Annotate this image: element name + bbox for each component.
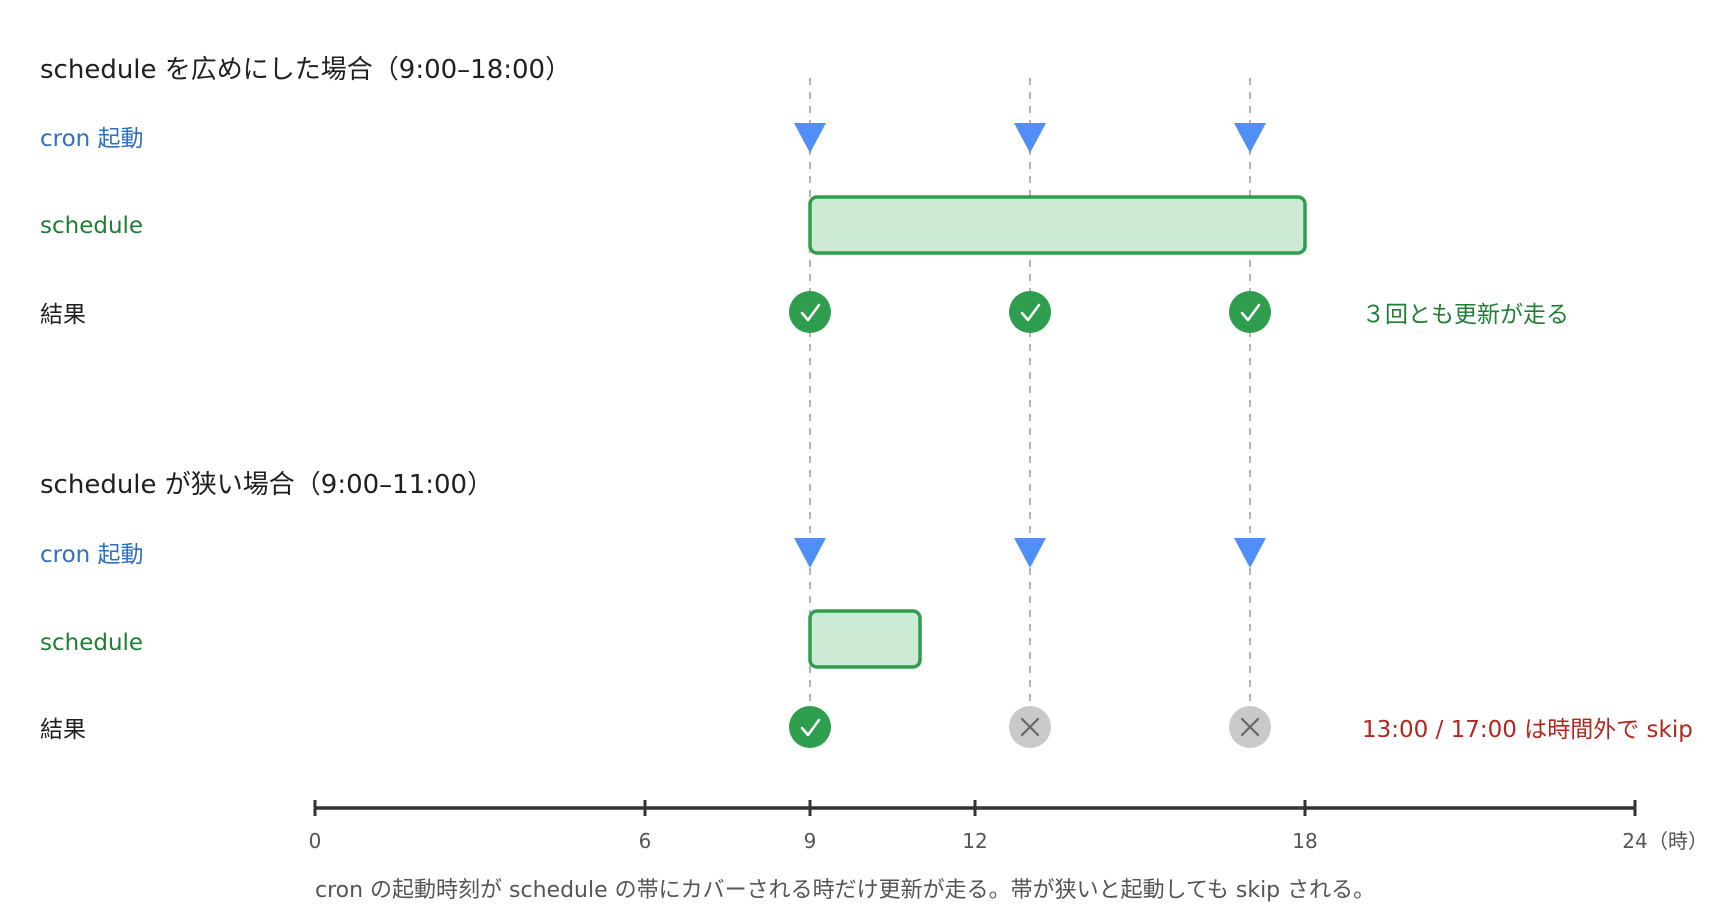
- check-mark-icon: [800, 303, 821, 322]
- cron-trigger-icon: [1234, 538, 1266, 568]
- schedule-row-label: schedule: [40, 213, 143, 239]
- axis-tick-label: 18: [1292, 829, 1317, 853]
- cron-trigger-icon: [794, 538, 826, 568]
- axis-tick-label: 6: [639, 829, 652, 853]
- cross-mark-icon: [1020, 717, 1040, 737]
- schedule-bar: [808, 195, 1307, 255]
- axis-tick-label: 0: [309, 829, 322, 853]
- result-ok-icon: [1009, 291, 1051, 333]
- result-ok-icon: [789, 706, 831, 748]
- section-narrow-schedule: schedule が狭い場合（9:00–11:00） cron 起動 sched…: [40, 470, 1693, 748]
- schedule-row-label: schedule: [40, 630, 143, 656]
- cron-row-label: cron 起動: [40, 126, 144, 152]
- time-axis: 0 6 9 12 18 24（時）: [309, 800, 1708, 853]
- cron-trigger-icon: [1014, 538, 1046, 568]
- result-row-label: 結果: [40, 302, 86, 328]
- section-wide-schedule: schedule を広めにした場合（9:00–18:00） cron 起動 sc…: [40, 55, 1569, 333]
- cron-trigger-icon: [794, 123, 826, 153]
- check-mark-icon: [800, 718, 821, 737]
- axis-tick-label: 9: [804, 829, 817, 853]
- result-row-label: 結果: [40, 717, 86, 743]
- caption: cron の起動時刻が schedule の帯にカバーされる時だけ更新が走る。帯…: [315, 878, 1375, 903]
- result-ok-icon: [789, 291, 831, 333]
- cron-trigger-icon: [1234, 123, 1266, 153]
- result-ok-icon: [1229, 291, 1271, 333]
- section-marks: [789, 538, 1271, 748]
- result-note: 13:00 / 17:00 は時間外で skip: [1362, 717, 1693, 743]
- axis-tick-label: 24: [1622, 829, 1647, 853]
- cross-mark-icon: [1240, 717, 1260, 737]
- axis-unit-label: （時）: [1648, 829, 1708, 853]
- schedule-bar: [808, 609, 922, 669]
- section-title: schedule が狭い場合（9:00–11:00）: [40, 470, 493, 500]
- cron-row-label: cron 起動: [40, 542, 144, 568]
- result-note: ３回とも更新が走る: [1362, 302, 1569, 328]
- axis-tick-label: 12: [962, 829, 987, 853]
- cron-trigger-icon: [1014, 123, 1046, 153]
- check-mark-icon: [1240, 303, 1261, 322]
- section-title: schedule を広めにした場合（9:00–18:00）: [40, 55, 571, 85]
- section-marks: [789, 123, 1307, 333]
- check-mark-icon: [1020, 303, 1041, 322]
